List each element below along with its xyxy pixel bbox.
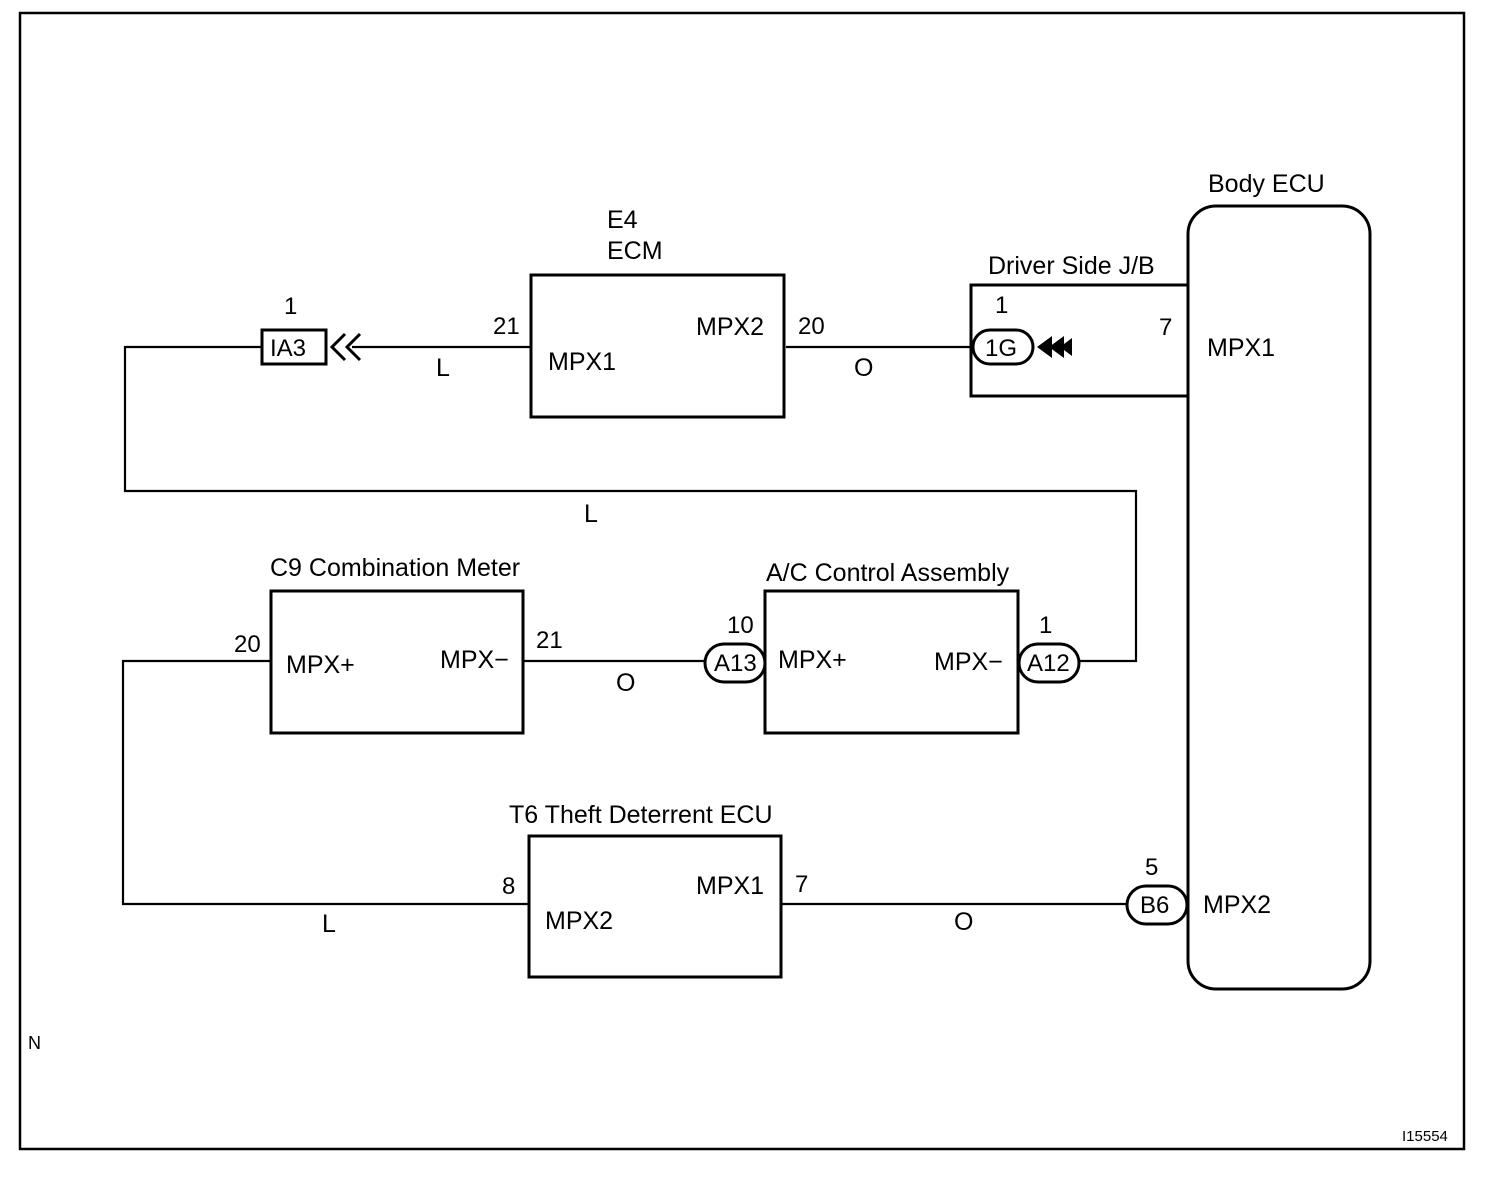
ac-name: A/C Control Assembly <box>766 559 1010 587</box>
ac-terminal-right: MPX− <box>934 648 1003 676</box>
b6-connector: 5 B6 <box>1125 854 1189 926</box>
body-ecu-name: Body ECU <box>1208 170 1325 198</box>
body-ecu: Body ECU 7 MPX1 MPX2 <box>1159 170 1372 991</box>
ecm-name: ECM <box>607 237 663 265</box>
ac-control-assembly: A/C Control Assembly 10 A13 MPX+ MPX− 1 … <box>703 559 1081 735</box>
ia3-pin: 1 <box>284 293 297 320</box>
meter-name: C9 Combination Meter <box>270 554 520 582</box>
ac-pin-right: 1 <box>1039 612 1052 639</box>
jb-connector-oval <box>971 328 1035 366</box>
ia3-arrow-icon <box>329 332 362 362</box>
body-ecu-terminal-top: MPX1 <box>1207 334 1275 362</box>
figure-id: I15554 <box>1402 1128 1448 1145</box>
ac-box <box>763 589 1020 735</box>
ac-right-connector-oval <box>1017 642 1081 684</box>
body-ecu-terminal-bottom: MPX2 <box>1203 891 1271 919</box>
wire-meter-to-theft <box>121 659 530 906</box>
body-ecu-pin-top: 7 <box>1159 314 1172 341</box>
theft-name: T6 Theft Deterrent ECU <box>509 801 773 829</box>
theft-terminal-left: MPX2 <box>545 907 613 935</box>
jb-box <box>969 283 1190 398</box>
wire-color-ecm-jb: O <box>854 354 873 382</box>
diagram-frame <box>18 11 1466 1151</box>
meter-terminal-right: MPX− <box>440 646 509 674</box>
wire-loop-to-ac <box>123 345 1138 663</box>
ecm: E4 ECM 21 MPX1 MPX2 20 <box>493 206 825 419</box>
theft-deterrent-ecu: T6 Theft Deterrent ECU 8 MPX2 MPX1 7 <box>502 801 808 979</box>
jb-arrow-icon <box>1037 336 1072 358</box>
theft-pin-left: 8 <box>502 873 515 900</box>
ac-pin-left: 10 <box>727 612 754 639</box>
wire-color-meter-theft: L <box>322 910 336 938</box>
ecm-terminal-right: MPX2 <box>696 313 764 341</box>
theft-terminal-right: MPX1 <box>696 872 764 900</box>
wire-color-meter-ac: O <box>616 669 635 697</box>
ia3-label: IA3 <box>270 335 306 362</box>
jb-connector-label: 1G <box>985 335 1017 362</box>
driver-side-jb: Driver Side J/B 1 1G <box>969 252 1190 398</box>
wire-color-loop: L <box>584 500 598 528</box>
ia3-box <box>260 328 328 366</box>
jb-pin: 1 <box>995 292 1008 319</box>
wire-color-ia3-ecm: L <box>436 354 450 382</box>
ia3-connector: 1 IA3 <box>260 293 362 366</box>
ac-terminal-left: MPX+ <box>778 646 847 674</box>
b6-connector-oval <box>1125 884 1189 926</box>
meter-terminal-left: MPX+ <box>286 651 355 679</box>
combination-meter: C9 Combination Meter 20 MPX+ MPX− 21 <box>234 554 563 735</box>
ac-left-connector-oval <box>703 642 767 684</box>
body-ecu-box <box>1186 204 1372 991</box>
ac-right-connector-label: A12 <box>1027 650 1070 677</box>
ecm-terminal-left: MPX1 <box>548 348 616 376</box>
ecm-code: E4 <box>607 206 638 234</box>
b6-pin: 5 <box>1145 854 1158 881</box>
theft-pin-right: 7 <box>795 871 808 898</box>
corner-mark: N <box>28 1033 41 1053</box>
jb-name: Driver Side J/B <box>988 252 1155 280</box>
ecm-box <box>529 273 786 419</box>
ecm-pin-left: 21 <box>493 313 520 340</box>
theft-box <box>527 834 783 979</box>
ac-left-connector-label: A13 <box>714 650 757 677</box>
b6-connector-label: B6 <box>1140 892 1169 919</box>
meter-pin-left: 20 <box>234 631 261 658</box>
meter-pin-right: 21 <box>536 627 563 654</box>
meter-box <box>269 589 525 735</box>
wire-color-theft-body: O <box>954 908 973 936</box>
ecm-pin-right: 20 <box>798 313 825 340</box>
